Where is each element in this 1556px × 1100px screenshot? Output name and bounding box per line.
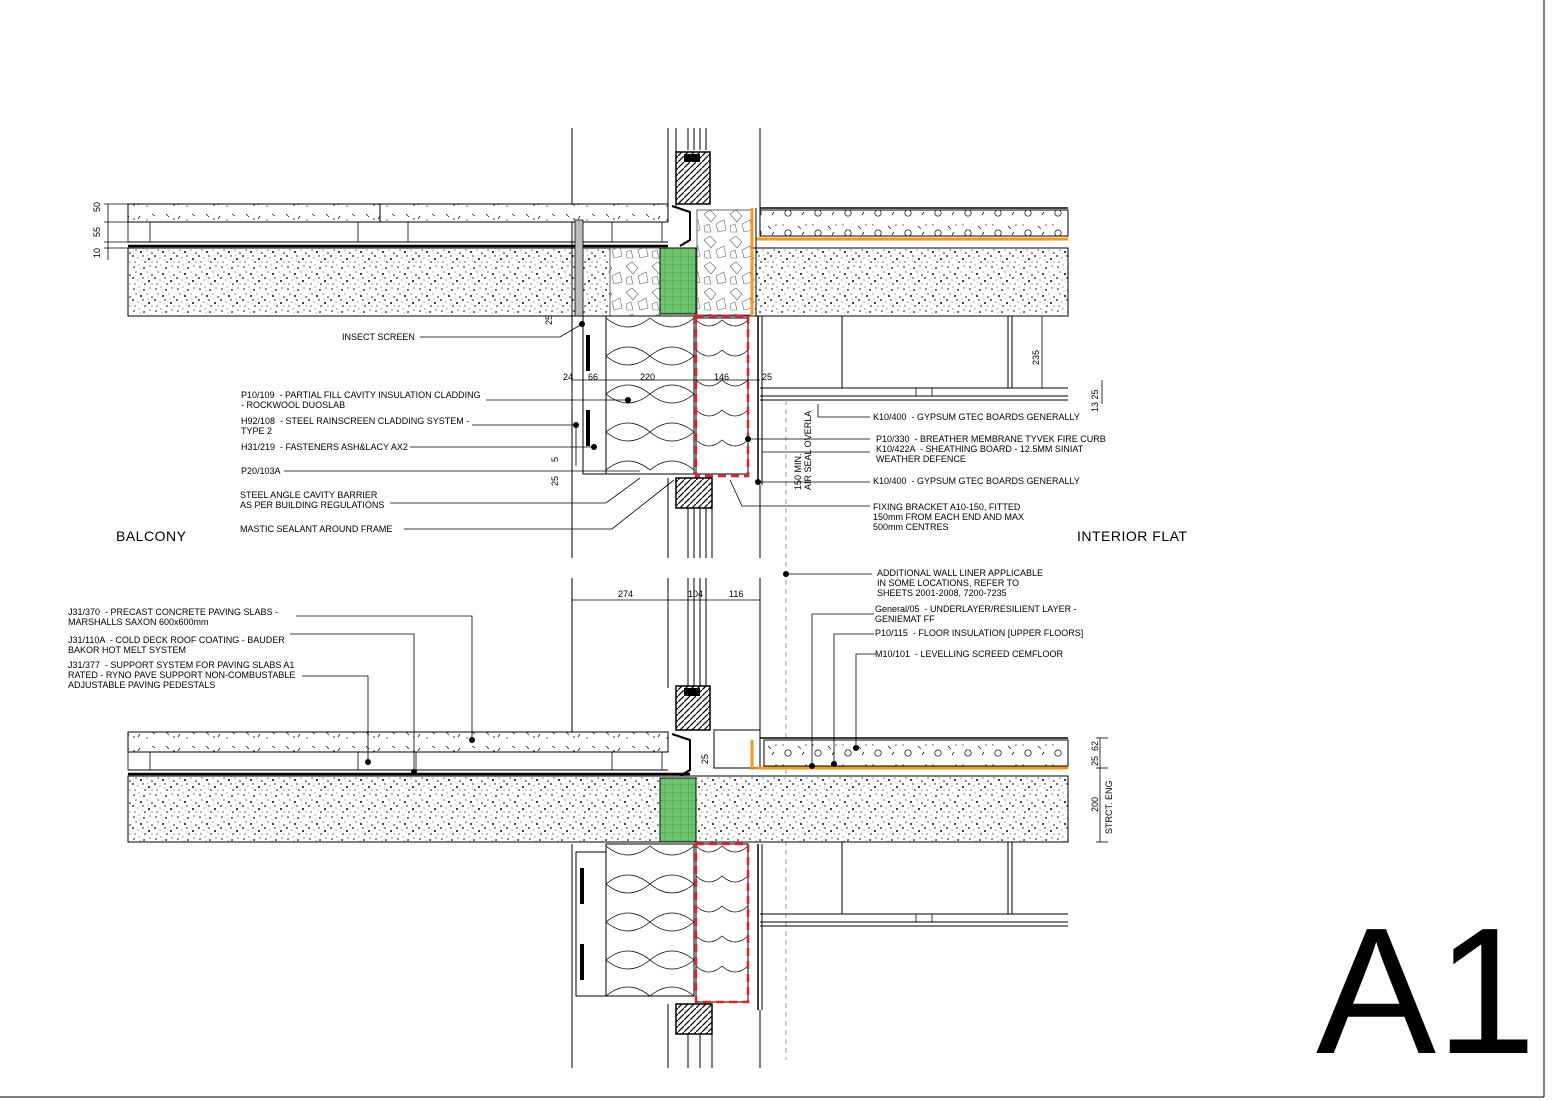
- window-sill-upper: [675, 477, 713, 509]
- label-k10-422a: K10/422A - SHEATHING BOARD - 12.5MM SINI…: [876, 444, 1084, 464]
- dim-104: 104: [688, 589, 704, 599]
- dim-274: 274: [618, 589, 634, 599]
- dim-25-b: 25: [762, 372, 773, 382]
- room-label-balcony: BALCONY: [116, 528, 187, 544]
- dim-235: 235: [1031, 349, 1041, 365]
- label-p10-109: P10/109 - PARTIAL FILL CAVITY INSULATION…: [241, 390, 481, 410]
- dim-10: 10: [92, 247, 102, 258]
- leader-dots: [365, 321, 859, 775]
- membrane-red-upper: [694, 314, 750, 478]
- dim-25-c: 25: [550, 475, 560, 486]
- paving-pedestal: [127, 221, 151, 243]
- dim-55: 55: [92, 226, 102, 237]
- dim-24: 24: [563, 372, 574, 382]
- label-p20-103a: P20/103A: [241, 466, 281, 476]
- label-j31-377: J31/377 - SUPPORT SYSTEM FOR PAVING SLAB…: [68, 660, 296, 690]
- concrete-slab-upper: [127, 247, 1069, 317]
- paving-pedestal: [127, 751, 151, 771]
- paving-pedestal: [357, 221, 409, 243]
- rockwool-insulation-lower: [605, 843, 695, 997]
- label-general-05: General/05 - UNDERLAYER/RESILIENT LAYER …: [875, 604, 1077, 624]
- dim-50: 50: [92, 201, 102, 212]
- label-j31-110a: J31/110A - COLD DECK ROOF COATING - BAUD…: [68, 635, 285, 655]
- green-insulation-block-upper: [659, 247, 697, 315]
- dim-13-25: 13 25: [1090, 389, 1100, 412]
- membrane-red-lower: [694, 842, 750, 1004]
- green-insulation-block-lower: [659, 777, 697, 843]
- dim-strct-eng: STRCT. ENG: [1104, 780, 1114, 834]
- dim-66: 66: [588, 372, 599, 382]
- dim-25-62: 25 62: [1090, 740, 1100, 766]
- concrete-slab-lower: [127, 775, 1069, 843]
- dim-25-d: 25: [700, 753, 710, 764]
- dim-air-seal: 150 MIN. AIR SEAL OVERLA: [793, 410, 813, 490]
- label-h31-219: H31/219 - FASTENERS ASH&LACY AX2: [241, 442, 408, 452]
- label-k10-400-b: K10/400 - GYPSUM GTEC BOARDS GENERALLY: [873, 476, 1080, 486]
- window-sill-lower: [675, 1003, 713, 1035]
- rock-fill-zone: [696, 209, 753, 316]
- label-mastic: MASTIC SEALANT AROUND FRAME: [240, 524, 393, 534]
- label-m10-101: M10/101 - LEVELLING SCREED CEMFLOOR: [875, 649, 1064, 659]
- label-h92-108: H92/108 - STEEL RAINSCREEN CLADDING SYST…: [241, 416, 470, 436]
- label-cavity-barrier: STEEL ANGLE CAVITY BARRIER AS PER BUILDI…: [240, 490, 385, 510]
- screed-upper: [759, 209, 1069, 237]
- label-p10-330: P10/330 - BREATHER MEMBRANE TYVEK FIRE C…: [876, 434, 1106, 444]
- label-wall-liner: ADDITIONAL WALL LINER APPLICABLE IN SOME…: [877, 568, 1044, 598]
- paving-pedestal: [357, 751, 417, 771]
- balcony-paving-slab-lower: [127, 731, 669, 753]
- label-insect-screen: INSECT SCREEN: [342, 332, 415, 342]
- label-p10-115: P10/115 - FLOOR INSULATION [UPPER FLOORS…: [875, 628, 1084, 638]
- screed-lower: [763, 739, 1069, 767]
- dim-200: 200: [1090, 796, 1100, 812]
- paving-pedestal: [611, 221, 663, 243]
- dim-220: 220: [640, 372, 656, 382]
- dim-25-a: 25: [544, 314, 554, 325]
- dim-146: 146: [714, 372, 730, 382]
- stud-insulation-upper: [695, 317, 749, 475]
- balcony-paving-slab-upper: [127, 203, 669, 223]
- dimension-lines: [104, 203, 1108, 843]
- room-label-interior-flat: INTERIOR FLAT: [1077, 528, 1188, 544]
- label-j31-370: J31/370 - PRECAST CONCRETE PAVING SLABS …: [68, 607, 279, 627]
- paving-pedestal: [611, 751, 663, 771]
- rock-fill-zone: [609, 247, 661, 317]
- cladding-post: [574, 219, 584, 317]
- stud-insulation-lower: [695, 843, 749, 1003]
- dim-5: 5: [550, 456, 560, 462]
- sheet-id: A1: [1316, 891, 1537, 1092]
- dim-116: 116: [729, 589, 744, 599]
- label-fixing-bracket: FIXING BRACKET A10-150, FITTED 150mm FRO…: [873, 502, 1025, 532]
- label-k10-400-a: K10/400 - GYPSUM GTEC BOARDS GENERALLY: [873, 412, 1080, 422]
- rockwool-insulation-upper: [605, 315, 695, 475]
